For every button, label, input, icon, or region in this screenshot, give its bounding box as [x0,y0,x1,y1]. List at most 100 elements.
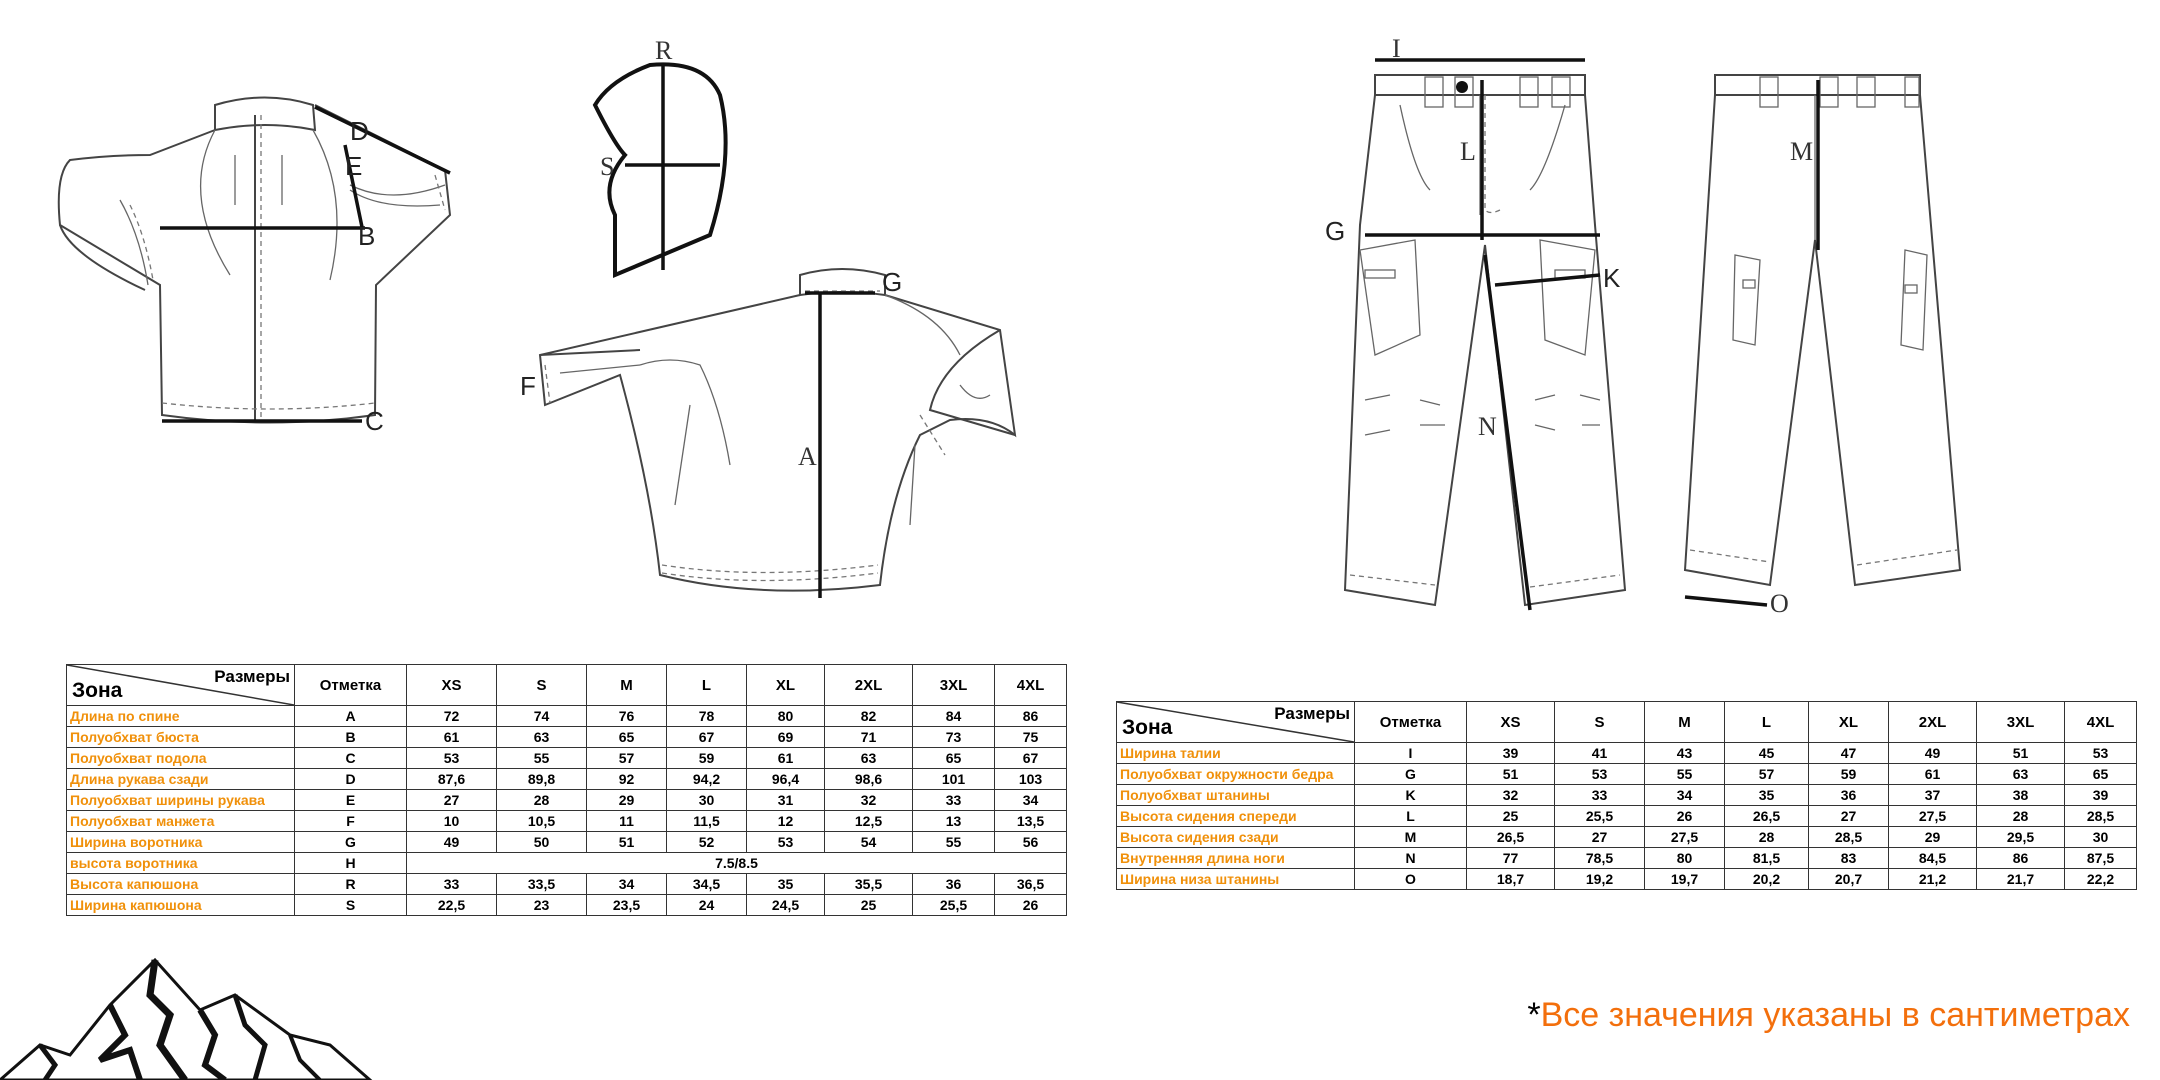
value-cell: 61 [406,726,497,748]
mark-cell: I [1354,742,1467,764]
value-cell: 34 [586,873,667,895]
value-cell: 13,5 [994,810,1067,832]
value-cell: 29 [1888,826,1977,848]
jacket-label-d: D [350,116,369,146]
value-cell: 33,5 [496,873,587,895]
value-cell: 39 [1466,742,1555,764]
value-cell: 80 [1644,847,1725,869]
value-cell: 36,5 [994,873,1067,895]
pants-label-k: K [1603,263,1621,293]
value-cell: 54 [824,831,913,853]
value-cell: 78 [666,705,747,727]
zone-cell: Полуобхват подола [66,747,295,769]
value-cell: 36 [912,873,995,895]
value-cell: 50 [496,831,587,853]
jacket-label-e: E [345,151,362,181]
value-cell: 19,2 [1554,868,1645,890]
size-header: L [666,664,747,706]
value-cell: 35 [746,873,825,895]
zone-header: Зона [72,679,123,702]
mark-cell: O [1354,868,1467,890]
value-cell: 92 [586,768,667,790]
size-header: XL [746,664,825,706]
value-cell: 63 [496,726,587,748]
pants-label-l: L [1460,137,1476,166]
value-cell: 45 [1724,742,1809,764]
zone-cell: Внутренняя длина ноги [1116,847,1355,869]
value-cell: 101 [912,768,995,790]
value-cell: 51 [1976,742,2065,764]
value-cell: 28 [1724,826,1809,848]
pants-label-i: I [1392,34,1401,63]
mountain-logo [0,957,373,1080]
size-header: 3XL [1976,701,2065,743]
mark-cell: C [294,747,407,769]
value-cell: 74 [496,705,587,727]
value-cell: 103 [994,768,1067,790]
value-cell: 27,5 [1644,826,1725,848]
units-footnote: *Все значения указаны в сантиметрах [1527,996,2130,1035]
value-cell: 26 [1644,805,1725,827]
value-cell: 25,5 [1554,805,1645,827]
value-cell: 73 [912,726,995,748]
value-cell: 96,4 [746,768,825,790]
value-cell: 51 [1466,763,1555,785]
pants-front-drawing: I G K L N [1325,34,1627,611]
value-cell: 86 [1976,847,2065,869]
diagonal-divider [1117,702,1354,742]
mark-cell: S [294,894,407,916]
zone-cell: высота воротника [66,852,295,874]
value-cell: 98,6 [824,768,913,790]
value-cell: 53 [746,831,825,853]
value-cell: 65 [2064,763,2137,785]
value-cell: 24,5 [746,894,825,916]
value-cell: 25 [1466,805,1555,827]
value-cell: 38 [1976,784,2065,806]
mark-header: Отметка [294,664,407,706]
value-cell: 11,5 [666,810,747,832]
value-cell: 10,5 [496,810,587,832]
mark-cell: H [294,852,407,874]
diagonal-divider [67,665,294,705]
value-cell: 33 [1554,784,1645,806]
value-cell: 33 [912,789,995,811]
value-cell: 89,8 [496,768,587,790]
value-cell: 18,7 [1466,868,1555,890]
zone-cell: Ширина низа штанины [1116,868,1355,890]
zone-cell: Полуобхват бюста [66,726,295,748]
value-cell: 87,6 [406,768,497,790]
pants-label-g: G [1325,216,1345,246]
value-cell: 20,7 [1808,868,1889,890]
value-cell: 49 [406,831,497,853]
zone-cell: Полуобхват штанины [1116,784,1355,806]
value-cell: 23 [496,894,587,916]
value-cell: 21,2 [1888,868,1977,890]
size-header: 2XL [824,664,913,706]
mark-cell: G [1354,763,1467,785]
value-cell: 12 [746,810,825,832]
mark-cell: M [1354,826,1467,848]
value-cell: 61 [746,747,825,769]
hood-label-r: R [655,36,673,65]
merged-value-cell: 7.5/8.5 [406,852,1067,874]
value-cell: 28,5 [1808,826,1889,848]
size-header: 2XL [1888,701,1977,743]
pants-label-n: N [1478,412,1497,441]
value-cell: 32 [1466,784,1555,806]
value-cell: 25,5 [912,894,995,916]
value-cell: 26 [994,894,1067,916]
pants-label-m: M [1790,137,1813,166]
jacket-front-drawing: D E B C [57,96,452,436]
value-cell: 26,5 [1724,805,1809,827]
mark-cell: E [294,789,407,811]
